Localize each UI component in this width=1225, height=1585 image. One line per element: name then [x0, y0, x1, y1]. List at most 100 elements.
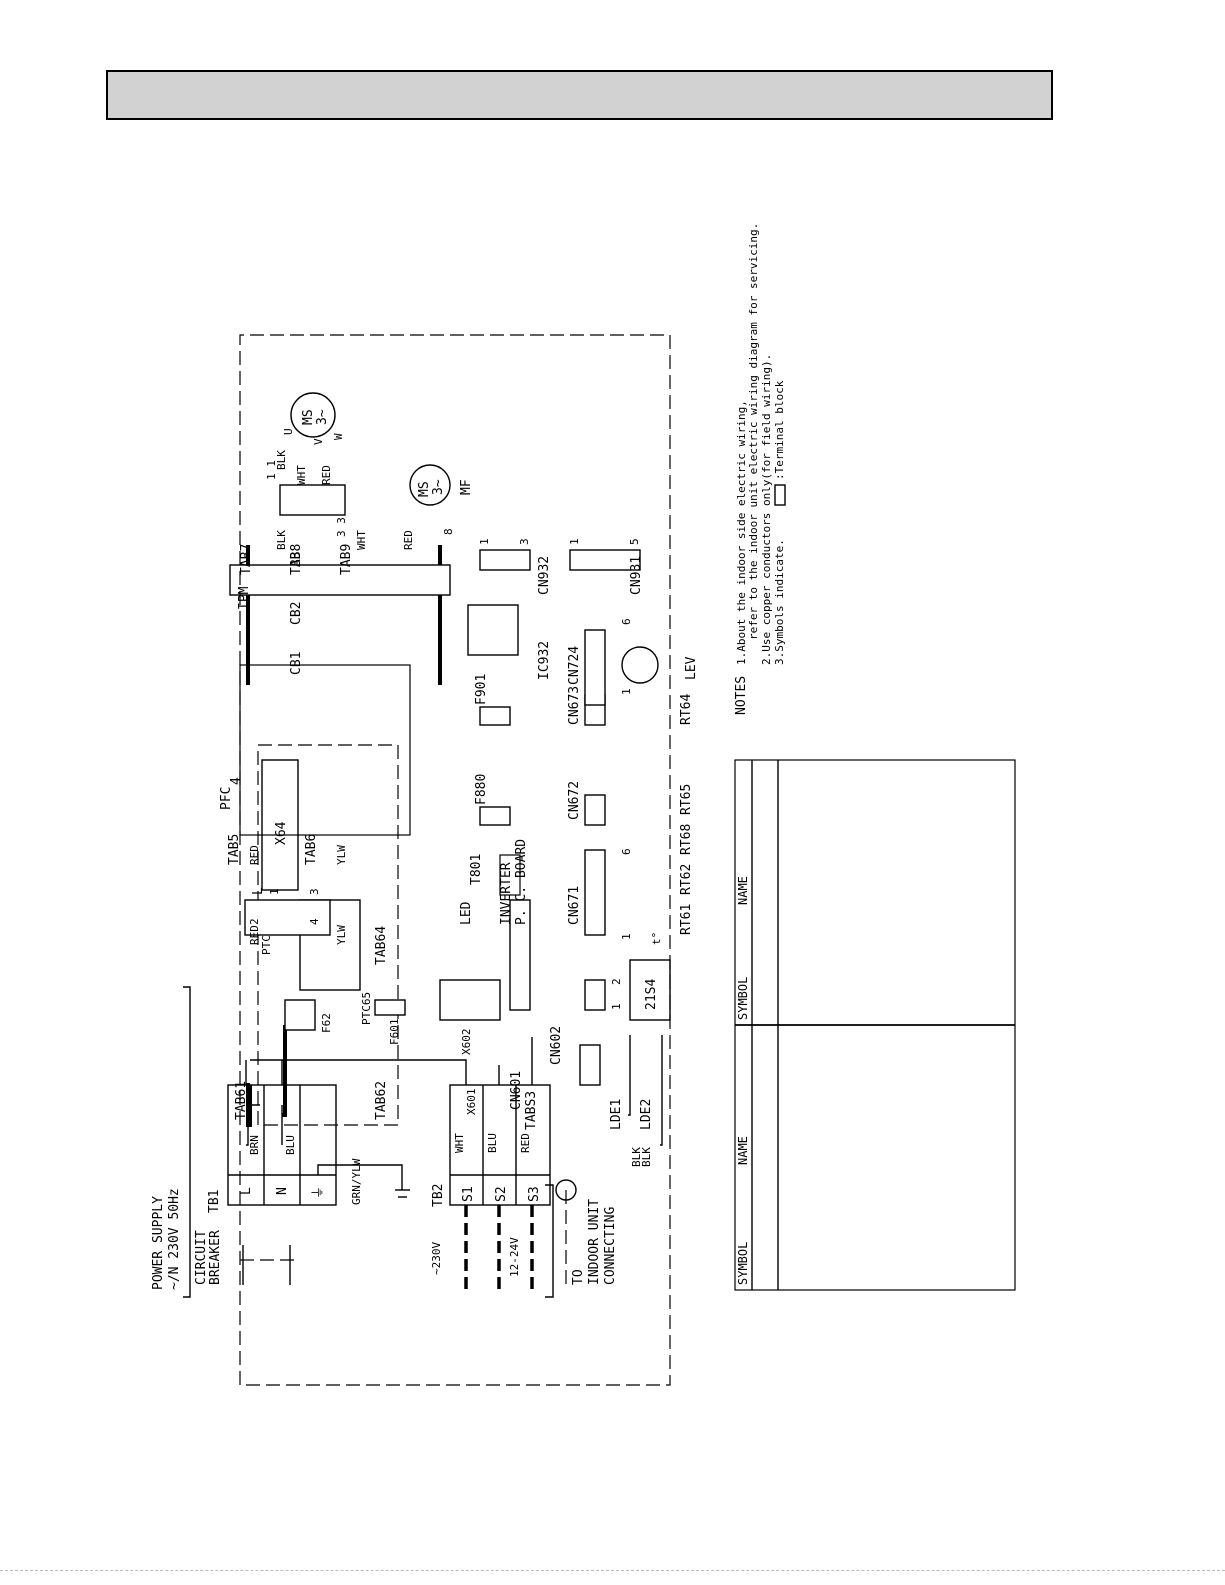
rt61-label: RT61: [679, 904, 694, 935]
reactor-pin-2: 2: [248, 918, 261, 925]
ic932-box: [467, 604, 519, 656]
wire-blu-label: BLU: [284, 1135, 297, 1155]
x602-relay: [579, 1044, 601, 1086]
red-motor-label: RED: [320, 465, 333, 485]
pfc-box: [239, 664, 411, 836]
wire-blu2-label: BLU: [486, 1133, 499, 1153]
red-left-label: RED: [248, 925, 261, 945]
notes-line-3: 2.Use copper conductors only(for field w…: [760, 354, 773, 665]
to-indoor-label-3: CONNECTING: [603, 1207, 618, 1285]
tb1-terminal-l: L: [239, 1187, 254, 1195]
cn671-pin-6: 6: [620, 848, 633, 855]
cn-pin-2: 2: [610, 978, 623, 985]
cn724-pin-1: 1: [620, 688, 633, 695]
reactor-pin-1: 1: [268, 888, 281, 895]
circuit-breaker-label-1: CIRCUIT: [194, 1230, 209, 1285]
footer-rule: [0, 1570, 1225, 1572]
tb2-terminal-s3: S3: [527, 1186, 542, 1202]
reactor-pin-4: 4: [308, 918, 321, 925]
blk-motor-label: BLK: [275, 450, 288, 470]
f62-label: F62: [320, 1013, 333, 1033]
tab5-label: TAB5: [227, 834, 242, 865]
x601-relay: [439, 979, 501, 1021]
notes-line-5: :Terminal block: [773, 380, 786, 480]
mc-terminal: [279, 484, 346, 516]
v230-label: ~230V: [430, 1242, 443, 1275]
f901-label: F901: [474, 674, 489, 705]
rt64-label: RT64: [679, 694, 694, 725]
reactor-box: [244, 899, 331, 936]
table-header-name-right: NAME: [736, 876, 750, 905]
f62-fuse: [284, 999, 316, 1031]
f601-fuse: [374, 999, 406, 1016]
cn671-connector: [584, 849, 606, 936]
wire-grnylw-label: GRN/YLW: [350, 1158, 363, 1205]
t801-label: T801: [469, 854, 484, 885]
to-indoor-label-1: TO: [571, 1269, 586, 1285]
f880-fuse: [479, 806, 511, 826]
s21s4-label: 21S4: [644, 979, 659, 1010]
wht-motor-label: WHT: [295, 465, 308, 485]
lev-label: LEV: [684, 656, 699, 680]
cn931-pin-1: 1: [568, 538, 581, 545]
ms-f-label: MS: [417, 481, 432, 497]
cn931-label: CN931: [629, 556, 644, 595]
phase-v: V: [312, 438, 325, 445]
ipm-label: IPM: [237, 586, 252, 610]
wire-red-label: RED: [519, 1133, 532, 1153]
cn932-pin-3: 3: [518, 538, 531, 545]
tab8-label: TAB8: [289, 544, 304, 575]
lde2-label: LDE2: [639, 1099, 654, 1130]
ylw-right-label: YLW: [335, 845, 348, 865]
inverter-label-1: INVERTER: [499, 862, 514, 925]
cn932-pin-1: 1: [478, 538, 491, 545]
compressor-motor-icon: [290, 392, 336, 438]
inverter-label-2: P. C. BOARD: [514, 839, 529, 925]
ylw-left-label: YLW: [335, 925, 348, 945]
cn673-label: CN673: [567, 686, 582, 725]
table-header-name-left: NAME: [736, 1136, 750, 1165]
fan-motor-icon: [409, 464, 451, 506]
led-label: LED: [459, 901, 474, 925]
rt68-label: RT68: [679, 824, 694, 855]
s21s4-coil: [629, 959, 671, 1021]
cn724-connector: [584, 629, 606, 706]
x64-pin: 4: [229, 777, 244, 785]
cn931-pin-5: 5: [628, 538, 641, 545]
tab7-label: TAB7: [239, 544, 254, 575]
tb1-label: TB1: [207, 1190, 222, 1213]
cn932-label: CN932: [537, 556, 552, 595]
ms-phase-label: 3~: [315, 409, 330, 425]
cn-pin-1: 1: [610, 1003, 623, 1010]
cn724-label: CN724: [567, 646, 582, 685]
ic932-label: IC932: [537, 641, 552, 680]
ipm-box: [229, 564, 451, 596]
lev-motor-icon: [621, 646, 659, 684]
wht-wire-label: WHT: [355, 530, 368, 550]
t801-transformer: [499, 854, 521, 896]
wire-blk2-label: BLK: [630, 1147, 643, 1167]
notes-line-1: 1.About the indoor side electric wiring,: [735, 400, 748, 665]
tab62-label: TAB62: [374, 1081, 389, 1120]
rt62-label: RT62: [679, 864, 694, 895]
cb1-label: CB1: [289, 652, 304, 675]
ms-label: MS: [301, 409, 316, 425]
lde1-label: LDE1: [609, 1099, 624, 1130]
thermistor-t-symbol: t°: [650, 932, 663, 945]
ptc65-label: PTC65: [360, 992, 373, 1025]
tab64-label: TAB64: [374, 926, 389, 965]
power-supply-label: POWER SUPPLY: [151, 1196, 166, 1290]
phase-u: U: [282, 428, 295, 435]
tab9-label: TAB9: [339, 544, 354, 575]
reactor-label: L: [251, 887, 266, 895]
cn671-label: CN671: [567, 886, 582, 925]
cn932-connector: [479, 549, 531, 571]
cn931-connector: [569, 549, 641, 571]
cn672-connector: [584, 794, 606, 826]
title-bar: [106, 70, 1053, 120]
cn671-pin-1: 1: [620, 933, 633, 940]
tb2-terminal-s2: S2: [494, 1186, 509, 1202]
notes-title: NOTES: [734, 676, 749, 715]
x64-label: X64: [274, 821, 289, 845]
